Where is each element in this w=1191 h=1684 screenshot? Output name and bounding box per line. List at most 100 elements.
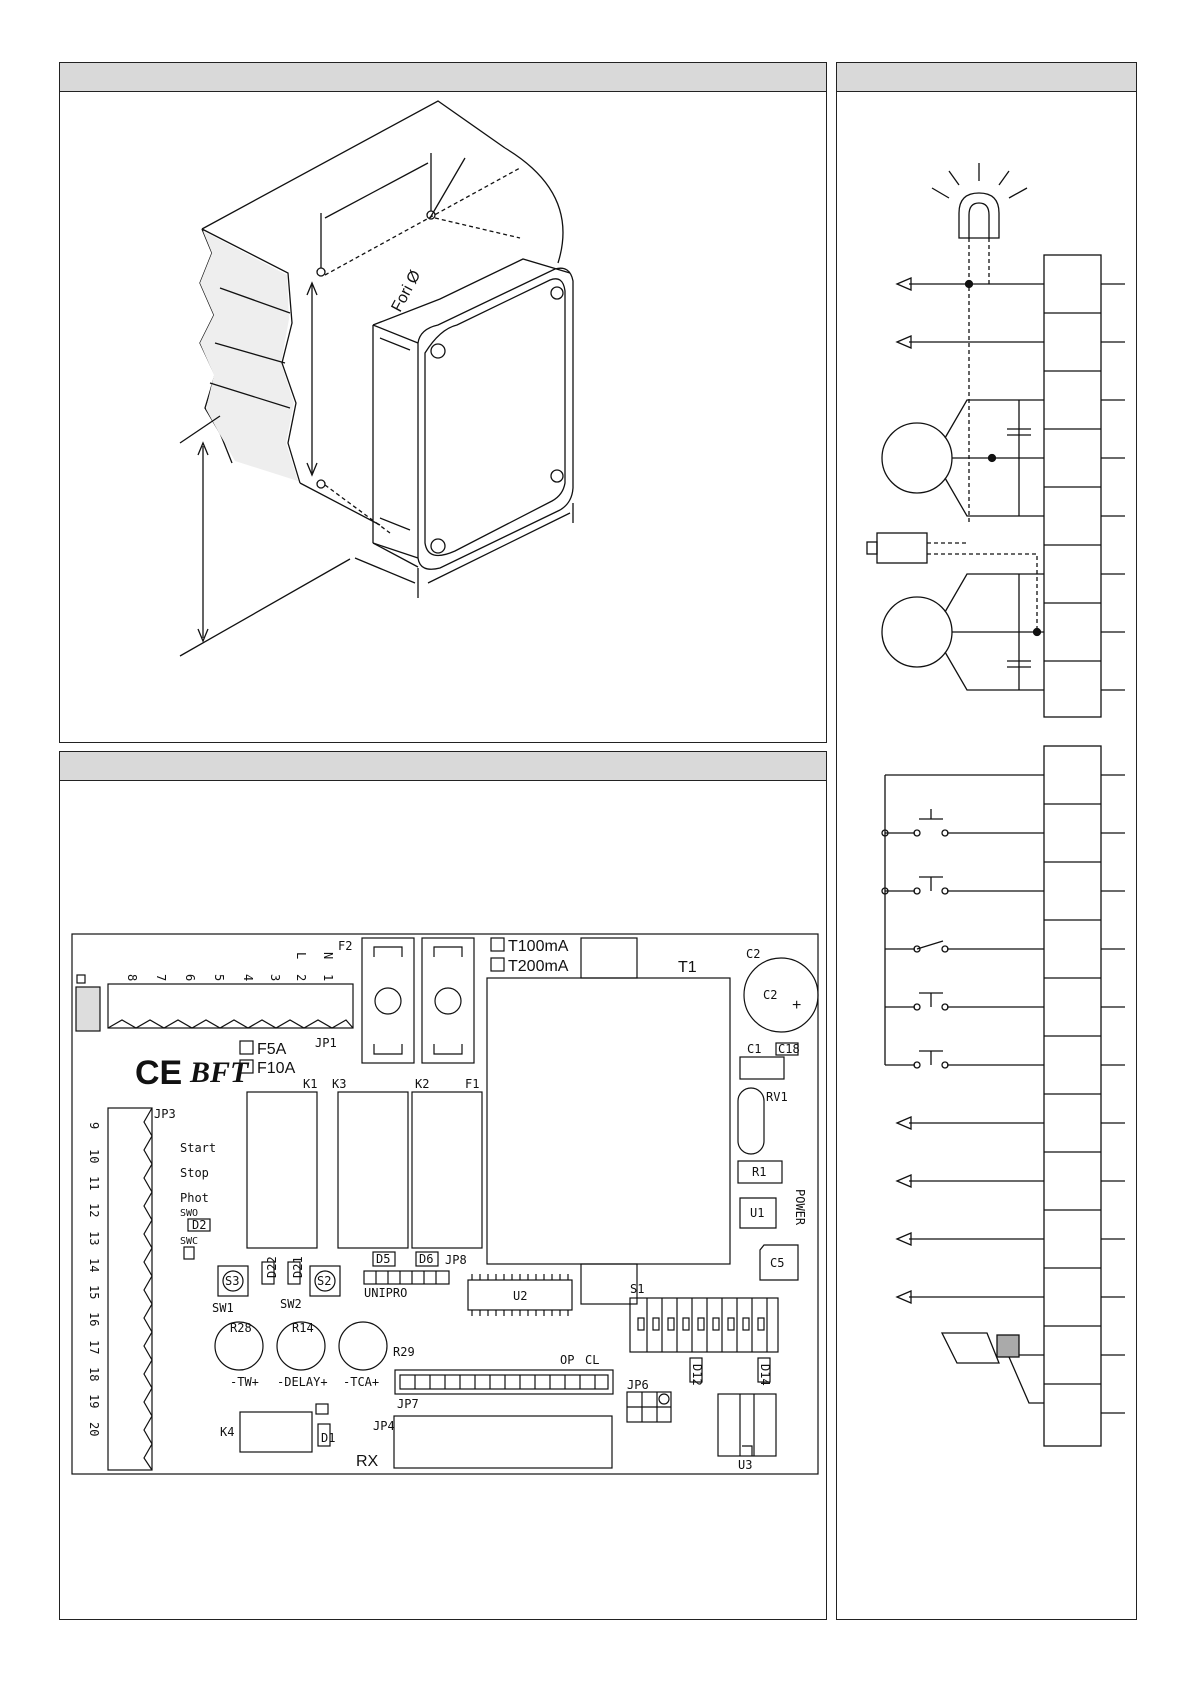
- top-terminal-teeth: [108, 1020, 353, 1028]
- common-line: [885, 775, 1044, 1065]
- hole-projection-lines: [325, 168, 520, 533]
- label-C1: C1: [747, 1042, 761, 1056]
- box-bottom-edge: [373, 543, 418, 567]
- terminal-block-upper: [1044, 255, 1101, 717]
- label-SW1: SW1: [212, 1301, 234, 1315]
- label-K4: K4: [220, 1425, 234, 1439]
- box-dim-extensions: [418, 503, 573, 598]
- terminal-14: 14: [87, 1258, 101, 1272]
- label-U2: U2: [513, 1289, 527, 1303]
- terminal-15: 15: [87, 1285, 101, 1299]
- hole-bottom-left: [317, 480, 325, 488]
- terminal-1: 1: [321, 974, 335, 981]
- hole-top-left: [317, 268, 325, 276]
- box-lid-inner: [425, 279, 565, 556]
- label-D22: D22: [265, 1256, 279, 1278]
- label-unipro: UNIPRO: [364, 1286, 407, 1300]
- lid-screw-bl: [431, 539, 445, 553]
- label-C5: C5: [770, 1256, 784, 1270]
- label-OP: OP: [560, 1353, 574, 1367]
- wall-break-line: [505, 148, 563, 263]
- terminal-7: 7: [154, 974, 168, 981]
- f10a-label: F10A: [257, 1060, 296, 1077]
- terminal-block-lower: [1044, 746, 1101, 1446]
- ce-mark: CE: [135, 1054, 182, 1092]
- label-C18: C18: [778, 1042, 800, 1056]
- antenna-cable-icon: [997, 1335, 1019, 1357]
- label-JP1: JP1: [315, 1036, 337, 1050]
- fuse-holder-f2: [362, 938, 414, 1063]
- antenna-wires: [1009, 1355, 1044, 1403]
- relay-K3: [338, 1092, 408, 1248]
- terminal-19: 19: [87, 1394, 101, 1408]
- terminal-4: 4: [241, 974, 255, 981]
- label-S1: S1: [630, 1282, 644, 1296]
- installation-drawing: Fori Ø: [60, 63, 828, 744]
- output-arrow-icons: [897, 278, 911, 348]
- label-CL: CL: [585, 1353, 599, 1367]
- label-R14: R14: [292, 1321, 314, 1335]
- label-D14: D14: [758, 1364, 772, 1386]
- terminal-2: 2: [294, 974, 308, 981]
- terminal-17: 17: [87, 1340, 101, 1354]
- terminal-13: 13: [87, 1231, 101, 1245]
- label-D21: D21: [291, 1256, 305, 1278]
- label-R1: R1: [752, 1165, 766, 1179]
- fuse-f2-clips: [374, 947, 402, 1054]
- label-JP6: JP6: [627, 1378, 649, 1392]
- lid-screw-tr: [551, 287, 563, 299]
- transformer-top-tab: [581, 938, 637, 978]
- label-C2-inner: C2: [763, 988, 777, 1002]
- label-D12: D12: [690, 1364, 704, 1386]
- installation-panel: Fori Ø: [59, 62, 827, 743]
- hole-horiz-dimension: [325, 163, 428, 218]
- regulator-U3-pins: [740, 1394, 754, 1456]
- box-side: [373, 325, 418, 558]
- wiring-panel: [836, 62, 1137, 1620]
- c2-plus: +: [792, 997, 801, 1014]
- lower-output-lines: [909, 1123, 1044, 1297]
- label-K1: K1: [303, 1077, 317, 1091]
- terminal-8: 8: [125, 974, 139, 981]
- wiring-diagram: [837, 63, 1138, 1621]
- motor-1-junction: [989, 455, 996, 462]
- top-terminal-labels: 8 7 6 5 4 3 2 1 L N F2 JP1: [125, 939, 352, 1050]
- label-D5: D5: [376, 1252, 390, 1266]
- legend-stamp: [76, 987, 100, 1031]
- fuse-f1-clips: [434, 947, 462, 1054]
- label-L: L: [294, 952, 308, 959]
- regulator-U3: [718, 1394, 776, 1456]
- left-terminal-teeth: [144, 1108, 152, 1470]
- terminal-9: 9: [87, 1122, 101, 1129]
- terminal-block-upper-dividers: [1044, 284, 1125, 690]
- label-stop: Stop: [180, 1166, 209, 1180]
- label-R28: R28: [230, 1321, 252, 1335]
- motor-2-junction: [1034, 629, 1041, 636]
- lower-output-arrow-icons: [897, 1117, 911, 1303]
- motor-1-icon: [882, 423, 952, 493]
- legend-box: [77, 975, 85, 983]
- control-board-drawing: 8 7 6 5 4 3 2 1 L N F2 JP1 CE BFT F5A F1…: [60, 752, 828, 1621]
- motor-2-wires: [945, 574, 1044, 690]
- label-JP3: JP3: [154, 1107, 176, 1121]
- box-depth-dimension: [355, 558, 415, 583]
- wall-top-edge: [202, 101, 505, 229]
- jp7-pins: [415, 1375, 595, 1389]
- transformer-bottom-tab: [581, 1264, 637, 1304]
- left-terminal-strip: [108, 1108, 152, 1470]
- label-U3: U3: [738, 1458, 752, 1472]
- terminal-block-lower-dividers: [1044, 775, 1125, 1413]
- t100-label: T100mA: [508, 938, 569, 955]
- sensor-dashed-wires: [927, 543, 1037, 632]
- label-tca: -TCA+: [343, 1375, 379, 1389]
- unipro-pins: [376, 1271, 436, 1284]
- wall-bottom-edge: [300, 483, 380, 525]
- terminal-18: 18: [87, 1367, 101, 1381]
- label-F2: F2: [338, 939, 352, 953]
- label-D6: D6: [419, 1252, 433, 1266]
- dip-switch-S1-levers: [638, 1298, 767, 1352]
- label-RX: RX: [356, 1453, 379, 1470]
- fuse-f2: [375, 988, 401, 1014]
- label-T1: T1: [678, 959, 697, 976]
- fuse-f1: [435, 988, 461, 1014]
